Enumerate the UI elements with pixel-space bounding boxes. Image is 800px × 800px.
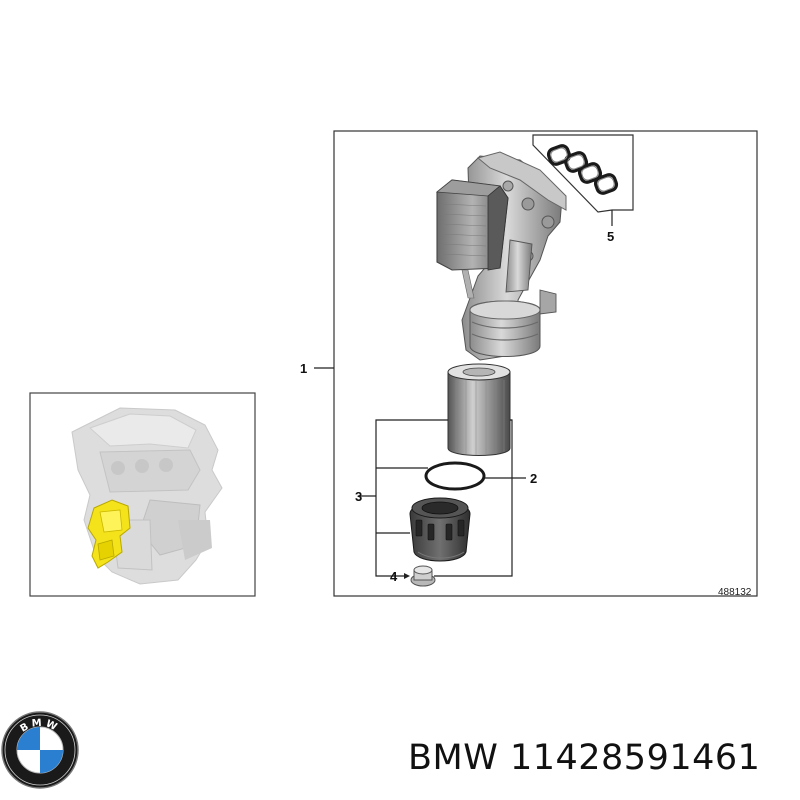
main-assembly-frame: [333, 130, 758, 597]
gasket-set-group: [532, 134, 634, 213]
callout-2: 2: [530, 471, 537, 486]
sealing-ring-part: [424, 461, 486, 491]
drain-plug-part: [410, 565, 436, 587]
callout-1: 1: [300, 361, 307, 376]
engine-inset: [29, 392, 256, 597]
brand-name: BMW: [408, 738, 499, 778]
callout-3: 3: [355, 489, 362, 504]
diagram-reference-number: 488132: [718, 587, 752, 598]
oil-filter-housing-part: [435, 151, 567, 361]
callout-5: 5: [607, 229, 614, 244]
gasket-set-part: [546, 144, 619, 195]
leader-lines: [314, 210, 613, 577]
bmw-logo: BMW: [1, 711, 79, 789]
oil-filter-element-part: [447, 363, 511, 456]
highlighted-oil-filter-housing: [87, 499, 131, 569]
svg-text:BMW: BMW: [18, 718, 61, 735]
filter-cap-part: [409, 497, 471, 562]
brand-part-number-label: BMW 11428591461: [408, 738, 760, 778]
callout-4: 4: [390, 569, 398, 584]
part-number: 11428591461: [509, 738, 761, 778]
